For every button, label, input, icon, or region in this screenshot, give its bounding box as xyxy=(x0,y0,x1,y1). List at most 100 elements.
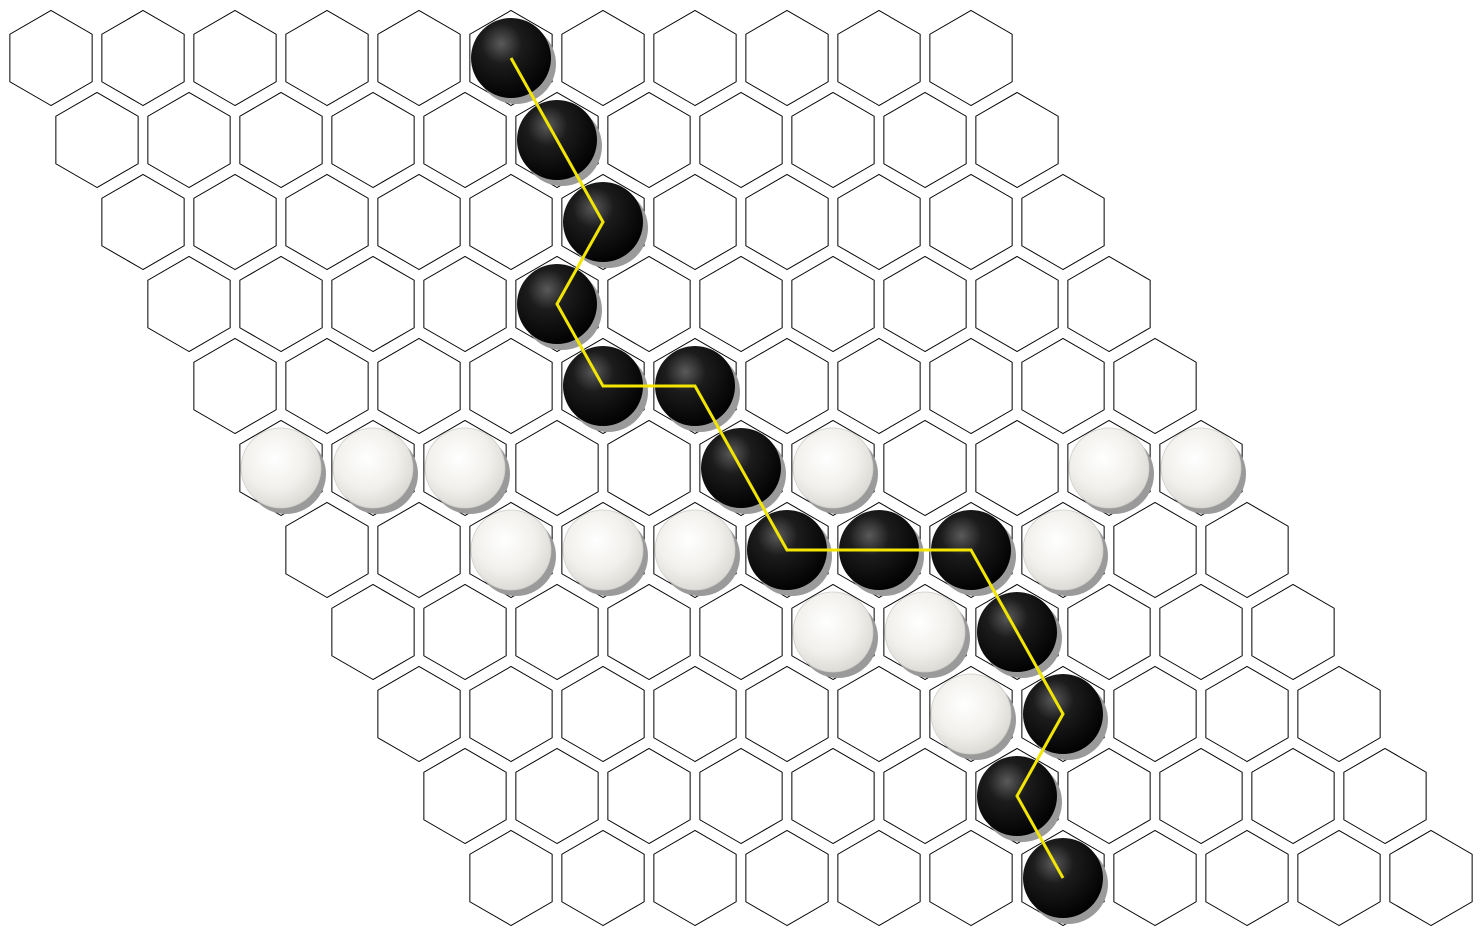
hex-cell-r8-c4[interactable] xyxy=(745,665,829,763)
hex-cell-r10-c0[interactable] xyxy=(469,829,553,927)
hex-cell-r2-c1[interactable] xyxy=(193,173,277,271)
hex-cell-r4-c7[interactable] xyxy=(837,337,921,435)
hex-cell-r8-c3[interactable] xyxy=(653,665,737,763)
hex-cell-r2-c3[interactable] xyxy=(377,173,461,271)
hex-cell-r7-c8[interactable] xyxy=(1067,583,1151,681)
hex-cell-r0-c3[interactable] xyxy=(285,9,369,107)
hex-cell-r3-c5[interactable] xyxy=(607,255,691,353)
hex-cell-r8-c2[interactable] xyxy=(561,665,645,763)
hex-cell-r7-c0[interactable] xyxy=(331,583,415,681)
hex-cell-r7-c3[interactable] xyxy=(607,583,691,681)
hex-cell-r5-c3[interactable] xyxy=(515,419,599,517)
hex-cell-r2-c0[interactable] xyxy=(101,173,185,271)
hex-cell-r1-c7[interactable] xyxy=(699,91,783,189)
hex-cell-r10-c10[interactable] xyxy=(1389,829,1473,927)
hex-cell-r5-c8[interactable] xyxy=(975,419,1059,517)
hex-cell-r8-c5[interactable] xyxy=(837,665,921,763)
hex-cell-r10-c5[interactable] xyxy=(929,829,1013,927)
hex-cell-r4-c9[interactable] xyxy=(1021,337,1105,435)
hex-cell-r9-c1[interactable] xyxy=(515,747,599,845)
hex-cell-r4-c10[interactable] xyxy=(1113,337,1197,435)
hex-cell-r7-c9[interactable] xyxy=(1159,583,1243,681)
hex-cell-r8-c10[interactable] xyxy=(1297,665,1381,763)
hex-cell-r4-c1[interactable] xyxy=(285,337,369,435)
hex-cell-r9-c4[interactable] xyxy=(791,747,875,845)
hex-cell-r1-c9[interactable] xyxy=(883,91,967,189)
hex-cell-r0-c8[interactable] xyxy=(745,9,829,107)
white-stone-r7-c6 xyxy=(884,591,966,673)
hex-cell-r9-c5[interactable] xyxy=(883,747,967,845)
hex-cell-r9-c7[interactable] xyxy=(1067,747,1151,845)
hex-cell-r2-c7[interactable] xyxy=(745,173,829,271)
hex-cell-r2-c2[interactable] xyxy=(285,173,369,271)
hex-cell-r6-c9[interactable] xyxy=(1113,501,1197,599)
hex-cell-r6-c10[interactable] xyxy=(1205,501,1289,599)
hex-cell-r10-c7[interactable] xyxy=(1113,829,1197,927)
hex-cell-r3-c6[interactable] xyxy=(699,255,783,353)
hex-cell-r4-c3[interactable] xyxy=(469,337,553,435)
hex-cell-r1-c8[interactable] xyxy=(791,91,875,189)
hex-cell-r7-c10[interactable] xyxy=(1251,583,1335,681)
hex-cell-r8-c9[interactable] xyxy=(1205,665,1289,763)
hex-cell-r0-c10[interactable] xyxy=(929,9,1013,107)
hex-cell-r1-c10[interactable] xyxy=(975,91,1059,189)
white-stone-r5-c9 xyxy=(1068,427,1150,509)
hex-cell-r3-c3[interactable] xyxy=(423,255,507,353)
hex-cell-r2-c4[interactable] xyxy=(469,173,553,271)
hex-cell-r5-c7[interactable] xyxy=(883,419,967,517)
hex-cell-r0-c9[interactable] xyxy=(837,9,921,107)
hex-cell-r3-c7[interactable] xyxy=(791,255,875,353)
hex-cell-r10-c2[interactable] xyxy=(653,829,737,927)
hex-cell-r7-c2[interactable] xyxy=(515,583,599,681)
hex-cell-r8-c0[interactable] xyxy=(377,665,461,763)
hex-cell-r4-c0[interactable] xyxy=(193,337,277,435)
hex-cell-r9-c10[interactable] xyxy=(1343,747,1427,845)
hex-cell-r9-c3[interactable] xyxy=(699,747,783,845)
hex-cell-r2-c9[interactable] xyxy=(929,173,1013,271)
hex-cell-r9-c8[interactable] xyxy=(1159,747,1243,845)
hex-cell-r6-c0[interactable] xyxy=(285,501,369,599)
hex-cell-r0-c1[interactable] xyxy=(101,9,185,107)
hex-cell-r1-c4[interactable] xyxy=(423,91,507,189)
hex-cell-r1-c2[interactable] xyxy=(239,91,323,189)
hex-cell-r9-c0[interactable] xyxy=(423,747,507,845)
hex-cell-r3-c2[interactable] xyxy=(331,255,415,353)
hex-cell-r1-c3[interactable] xyxy=(331,91,415,189)
hex-cell-r9-c9[interactable] xyxy=(1251,747,1335,845)
hex-cell-r3-c0[interactable] xyxy=(147,255,231,353)
hex-cell-r3-c8[interactable] xyxy=(883,255,967,353)
hex-cell-r0-c7[interactable] xyxy=(653,9,737,107)
hex-cell-r4-c2[interactable] xyxy=(377,337,461,435)
hex-cell-r6-c1[interactable] xyxy=(377,501,461,599)
hex-cell-r10-c3[interactable] xyxy=(745,829,829,927)
hex-cell-r3-c10[interactable] xyxy=(1067,255,1151,353)
hex-cell-r10-c9[interactable] xyxy=(1297,829,1381,927)
hex-cell-r0-c2[interactable] xyxy=(193,9,277,107)
hex-cell-r2-c6[interactable] xyxy=(653,173,737,271)
hex-cell-r1-c1[interactable] xyxy=(147,91,231,189)
hex-cell-r3-c9[interactable] xyxy=(975,255,1059,353)
white-stone-r6-c3 xyxy=(562,509,644,591)
hex-cell-r10-c1[interactable] xyxy=(561,829,645,927)
hex-cell-r0-c4[interactable] xyxy=(377,9,461,107)
white-stone-r6-c8 xyxy=(1022,509,1104,591)
hex-cell-r8-c1[interactable] xyxy=(469,665,553,763)
hex-cell-r0-c0[interactable] xyxy=(9,9,93,107)
hex-cell-r3-c1[interactable] xyxy=(239,255,323,353)
hex-cell-r0-c6[interactable] xyxy=(561,9,645,107)
hex-cell-r10-c4[interactable] xyxy=(837,829,921,927)
hex-cell-r2-c10[interactable] xyxy=(1021,173,1105,271)
hex-cell-r9-c2[interactable] xyxy=(607,747,691,845)
hex-cell-r7-c1[interactable] xyxy=(423,583,507,681)
hex-cell-r2-c8[interactable] xyxy=(837,173,921,271)
hex-cell-r7-c4[interactable] xyxy=(699,583,783,681)
hex-cell-r4-c8[interactable] xyxy=(929,337,1013,435)
hex-cell-r8-c8[interactable] xyxy=(1113,665,1197,763)
white-stone-r5-c2 xyxy=(424,427,506,509)
hex-cell-r10-c8[interactable] xyxy=(1205,829,1289,927)
hex-cell-r1-c6[interactable] xyxy=(607,91,691,189)
hex-cell-r1-c0[interactable] xyxy=(55,91,139,189)
hex-cell-r4-c6[interactable] xyxy=(745,337,829,435)
hex-cell-r5-c4[interactable] xyxy=(607,419,691,517)
